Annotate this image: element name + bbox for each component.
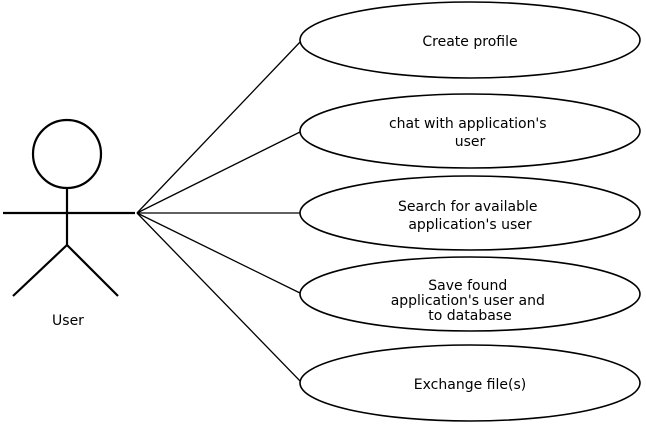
use-case-label: Exchange file(s) bbox=[414, 377, 526, 393]
actor-label: User bbox=[52, 313, 84, 329]
svg-text:Create profile: Create profile bbox=[422, 34, 517, 50]
use-case-label: to database bbox=[428, 308, 511, 324]
association-line bbox=[136, 212, 303, 295]
use-case-create-profile: Create profile bbox=[299, 1, 641, 79]
svg-text:Save found application's: Save found application's user and to dat… bbox=[391, 278, 550, 324]
use-case-label: user bbox=[455, 134, 486, 150]
use-case-ellipse bbox=[299, 344, 641, 422]
association-line bbox=[136, 130, 303, 214]
use-case-label: chat with application's bbox=[389, 116, 547, 132]
use-case-label: Create profile bbox=[422, 34, 517, 50]
use-case-ellipse bbox=[299, 256, 641, 332]
use-case-label: application's user and bbox=[391, 293, 545, 309]
association-line bbox=[136, 39, 303, 214]
use-case-chat: chat with application's user bbox=[299, 93, 641, 169]
actor-user: User bbox=[3, 118, 135, 329]
use-case-label: application's user bbox=[408, 217, 532, 233]
use-case-ellipse bbox=[299, 1, 641, 79]
use-case-exchange: Exchange file(s) bbox=[299, 344, 641, 422]
use-case-ellipse bbox=[299, 175, 641, 251]
svg-text:Search for available app: Search for available application's user bbox=[398, 199, 542, 233]
use-case-save: Save found application's user and to dat… bbox=[299, 256, 641, 332]
associations bbox=[136, 39, 303, 384]
use-case-label: Search for available bbox=[398, 199, 537, 215]
actor-right-leg bbox=[66, 244, 119, 297]
svg-text:chat with application's: chat with application's user bbox=[389, 116, 551, 150]
svg-text:Exchange file(s): Exchange file(s) bbox=[414, 377, 526, 393]
use-case-label: Save found bbox=[428, 278, 507, 294]
association-line bbox=[136, 212, 303, 384]
use-case-ellipse bbox=[299, 93, 641, 169]
use-case-search: Search for available application's user bbox=[299, 175, 641, 251]
actor-left-leg bbox=[12, 244, 68, 297]
actor-head bbox=[31, 118, 103, 190]
